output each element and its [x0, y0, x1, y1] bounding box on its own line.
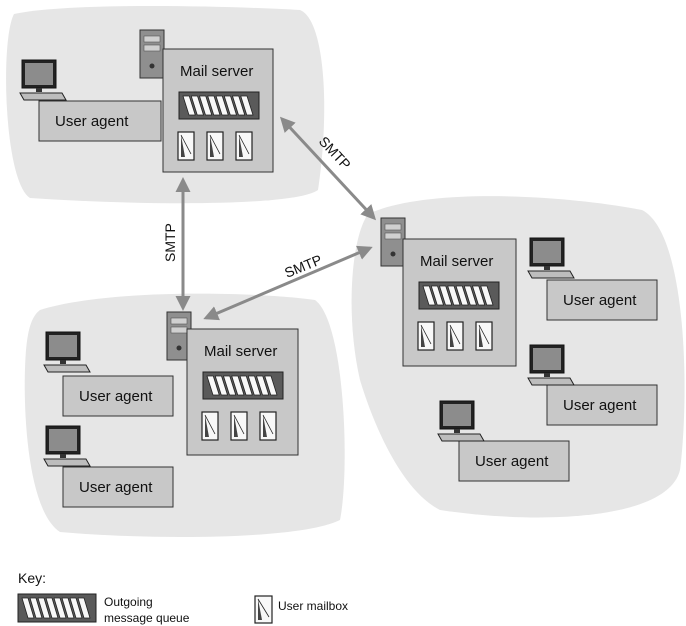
mail-server-label: Mail server — [180, 63, 253, 80]
computer-icon — [19, 59, 67, 101]
key-title: Key: — [18, 570, 46, 586]
user-mailbox — [230, 411, 248, 441]
key-mailbox-label: User mailbox — [278, 599, 348, 613]
user-agent-label: User agent — [563, 292, 637, 309]
user-mailbox — [475, 321, 493, 351]
outgoing-message-queue — [178, 91, 260, 120]
user-agent-bottom-left-1: User agent — [43, 331, 174, 417]
computer-icon — [527, 344, 575, 386]
user-agent-right-3: User agent — [437, 400, 570, 482]
user-mailbox — [417, 321, 435, 351]
mail-server-label: Mail server — [420, 253, 493, 270]
key-queue-label-line2: message queue — [104, 611, 190, 625]
outgoing-queue-key-icon — [17, 593, 97, 623]
mail-server-label: Mail server — [204, 343, 277, 360]
outgoing-message-queue — [418, 281, 500, 310]
computer-icon — [437, 400, 485, 442]
user-agent-label: User agent — [563, 397, 637, 414]
smtp-arrow-bottom-to-right-server — [203, 245, 373, 321]
user-agent-label: User agent — [55, 113, 129, 130]
smtp-label-vertical: SMTP — [162, 223, 178, 262]
outgoing-message-queue — [202, 371, 284, 400]
computer-icon — [527, 237, 575, 279]
user-mailbox-key-icon — [254, 595, 273, 624]
user-mailbox — [201, 411, 219, 441]
user-mailbox — [206, 131, 224, 161]
key-queue-label-line1: Outgoing — [104, 595, 153, 609]
user-agent-right-2: User agent — [527, 344, 658, 426]
user-agent-label: User agent — [79, 479, 153, 496]
user-mailbox — [235, 131, 253, 161]
user-mailbox — [259, 411, 277, 441]
user-mailbox — [446, 321, 464, 351]
user-agent-right-1: User agent — [527, 237, 658, 321]
user-mailbox — [177, 131, 195, 161]
mail-server-right: Mail server — [380, 217, 517, 367]
mail-server-top-left: Mail server — [139, 29, 274, 173]
mail-server-bottom-left: Mail server — [166, 311, 299, 456]
smtp-arrow-top-to-right-server — [279, 116, 377, 221]
user-agent-bottom-left-2: User agent — [43, 425, 174, 508]
user-agent-label: User agent — [475, 453, 549, 470]
user-agent-label: User agent — [79, 388, 153, 405]
computer-icon — [43, 331, 91, 373]
server-tower-icon — [380, 217, 406, 267]
server-tower-icon — [139, 29, 165, 79]
computer-icon — [43, 425, 91, 467]
user-agent-top-left: User agent — [19, 59, 162, 142]
